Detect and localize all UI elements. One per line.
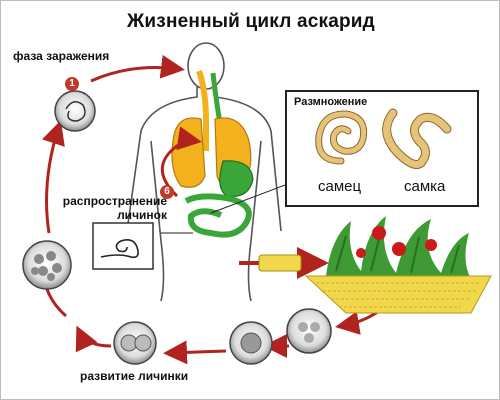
label-larvae-spread: распространение личинок xyxy=(62,194,167,222)
label-larva-development: развитие личинки xyxy=(80,369,189,383)
reproduction-box xyxy=(285,90,479,207)
label-reproduction: Размножение xyxy=(294,96,368,108)
left-lung xyxy=(171,117,206,188)
cycle-arrows xyxy=(31,54,393,365)
step-marker-6: 6 xyxy=(160,185,174,199)
label-male: самец xyxy=(318,178,362,195)
stomach xyxy=(219,160,254,197)
soil-ground xyxy=(304,275,492,314)
egg-icon xyxy=(229,321,273,365)
diagram-title: Жизненный цикл аскарид xyxy=(127,11,375,32)
larva-icon xyxy=(100,239,139,259)
trachea xyxy=(196,70,209,151)
worm-icon xyxy=(315,108,452,169)
label-female: самка xyxy=(404,178,446,195)
egg-icon xyxy=(286,308,332,354)
egg-icon xyxy=(54,90,96,132)
soil-capsule xyxy=(258,254,302,272)
intestine xyxy=(184,193,252,238)
egg-icon xyxy=(113,321,157,365)
egg-icon xyxy=(22,240,72,290)
strawberry-plant-icon xyxy=(326,216,471,279)
step-marker-1: 1 xyxy=(65,77,79,91)
larva-box xyxy=(92,222,154,270)
label-infection-phase: фаза заражения xyxy=(13,49,110,63)
